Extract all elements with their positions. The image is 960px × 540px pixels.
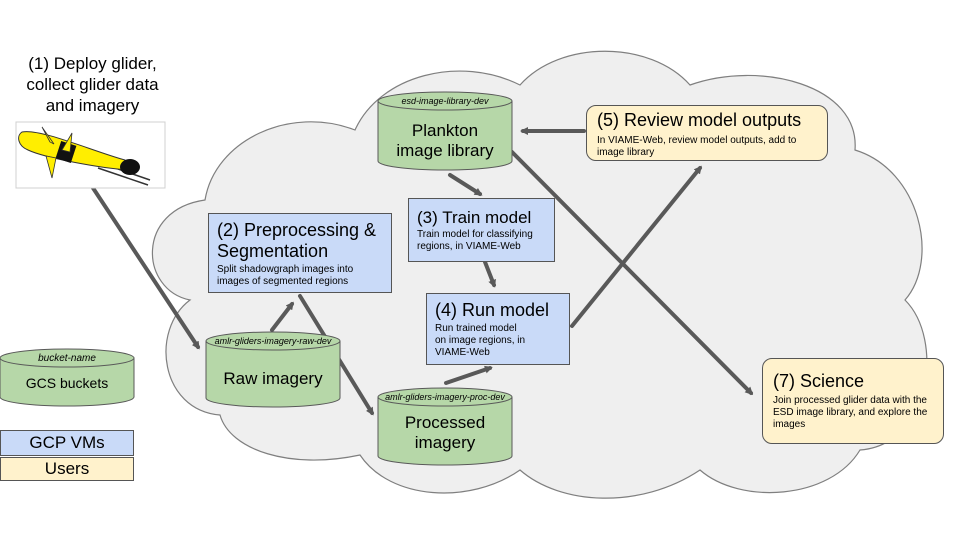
legend-bucket-cylinder: [0, 348, 135, 407]
glider-image: [15, 121, 166, 189]
step4-box: (4) Run model Run trained model on image…: [426, 293, 570, 365]
step5-title: (5) Review model outputs: [597, 110, 802, 130]
legend-vm-label: GCP VMs: [29, 433, 105, 452]
legend-user-label: Users: [44, 459, 90, 478]
bucket-processed-tag: amlr-gliders-imagery-proc-dev: [385, 392, 505, 402]
step7-title: (7) Science: [773, 371, 865, 391]
step2-box: (2) Preprocessing & Segmentation Split s…: [208, 213, 392, 293]
arrow-train-to-runmodel: [483, 260, 496, 288]
step4-desc: Run trained model on image regions, in V…: [435, 323, 526, 358]
step5-desc: In VIAME-Web, review model outputs, add …: [597, 135, 797, 158]
arrow-runmodel-to-review: [570, 165, 702, 328]
bucket-plankton-tag: esd-image-library-dev: [401, 96, 489, 106]
step2-desc: Split shadowgraph images into images of …: [217, 264, 354, 287]
bucket-plankton-cylinder: [377, 91, 513, 171]
bucket-raw-title: Raw imagery: [223, 369, 323, 388]
step3-box: (3) Train model Train model for classify…: [408, 198, 555, 262]
step5-box: (5) Review model outputs In VIAME-Web, r…: [586, 105, 828, 161]
step3-title: (3) Train model: [417, 208, 532, 227]
legend-bucket-tag: bucket-name: [38, 353, 96, 364]
bucket-plankton-title: Plankton image library: [396, 121, 494, 160]
arrow-plankton-to-science: [510, 150, 754, 396]
step2-title: (2) Preprocessing & Segmentation: [217, 220, 377, 261]
bucket-raw-cylinder: [205, 331, 341, 408]
bucket-processed-title: Processed imagery: [404, 413, 486, 452]
step7-desc: Join processed glider data with the ESD …: [773, 395, 928, 430]
bucket-raw-tag: amlr-gliders-imagery-raw-dev: [214, 336, 332, 346]
arrow-raw-to-preprocessing: [270, 301, 294, 332]
legend-bucket-label: GCS buckets: [25, 375, 109, 391]
legend-user-box: Users: [0, 457, 134, 481]
arrow-processed-to-runmodel: [444, 365, 493, 385]
step1-title: (1) Deploy glider, collect glider data a…: [26, 54, 159, 115]
arrow-plankton-to-train: [448, 173, 483, 196]
bucket-processed-cylinder: [377, 387, 513, 466]
cloud-shape: [151, 50, 928, 499]
arrow-glider-to-raw: [91, 186, 200, 350]
step3-desc: Train model for classifying regions, in …: [417, 229, 533, 252]
legend-vm-box: GCP VMs: [0, 430, 134, 456]
step4-title: (4) Run model: [435, 300, 550, 320]
step7-box: (7) Science Join processed glider data w…: [762, 358, 944, 444]
